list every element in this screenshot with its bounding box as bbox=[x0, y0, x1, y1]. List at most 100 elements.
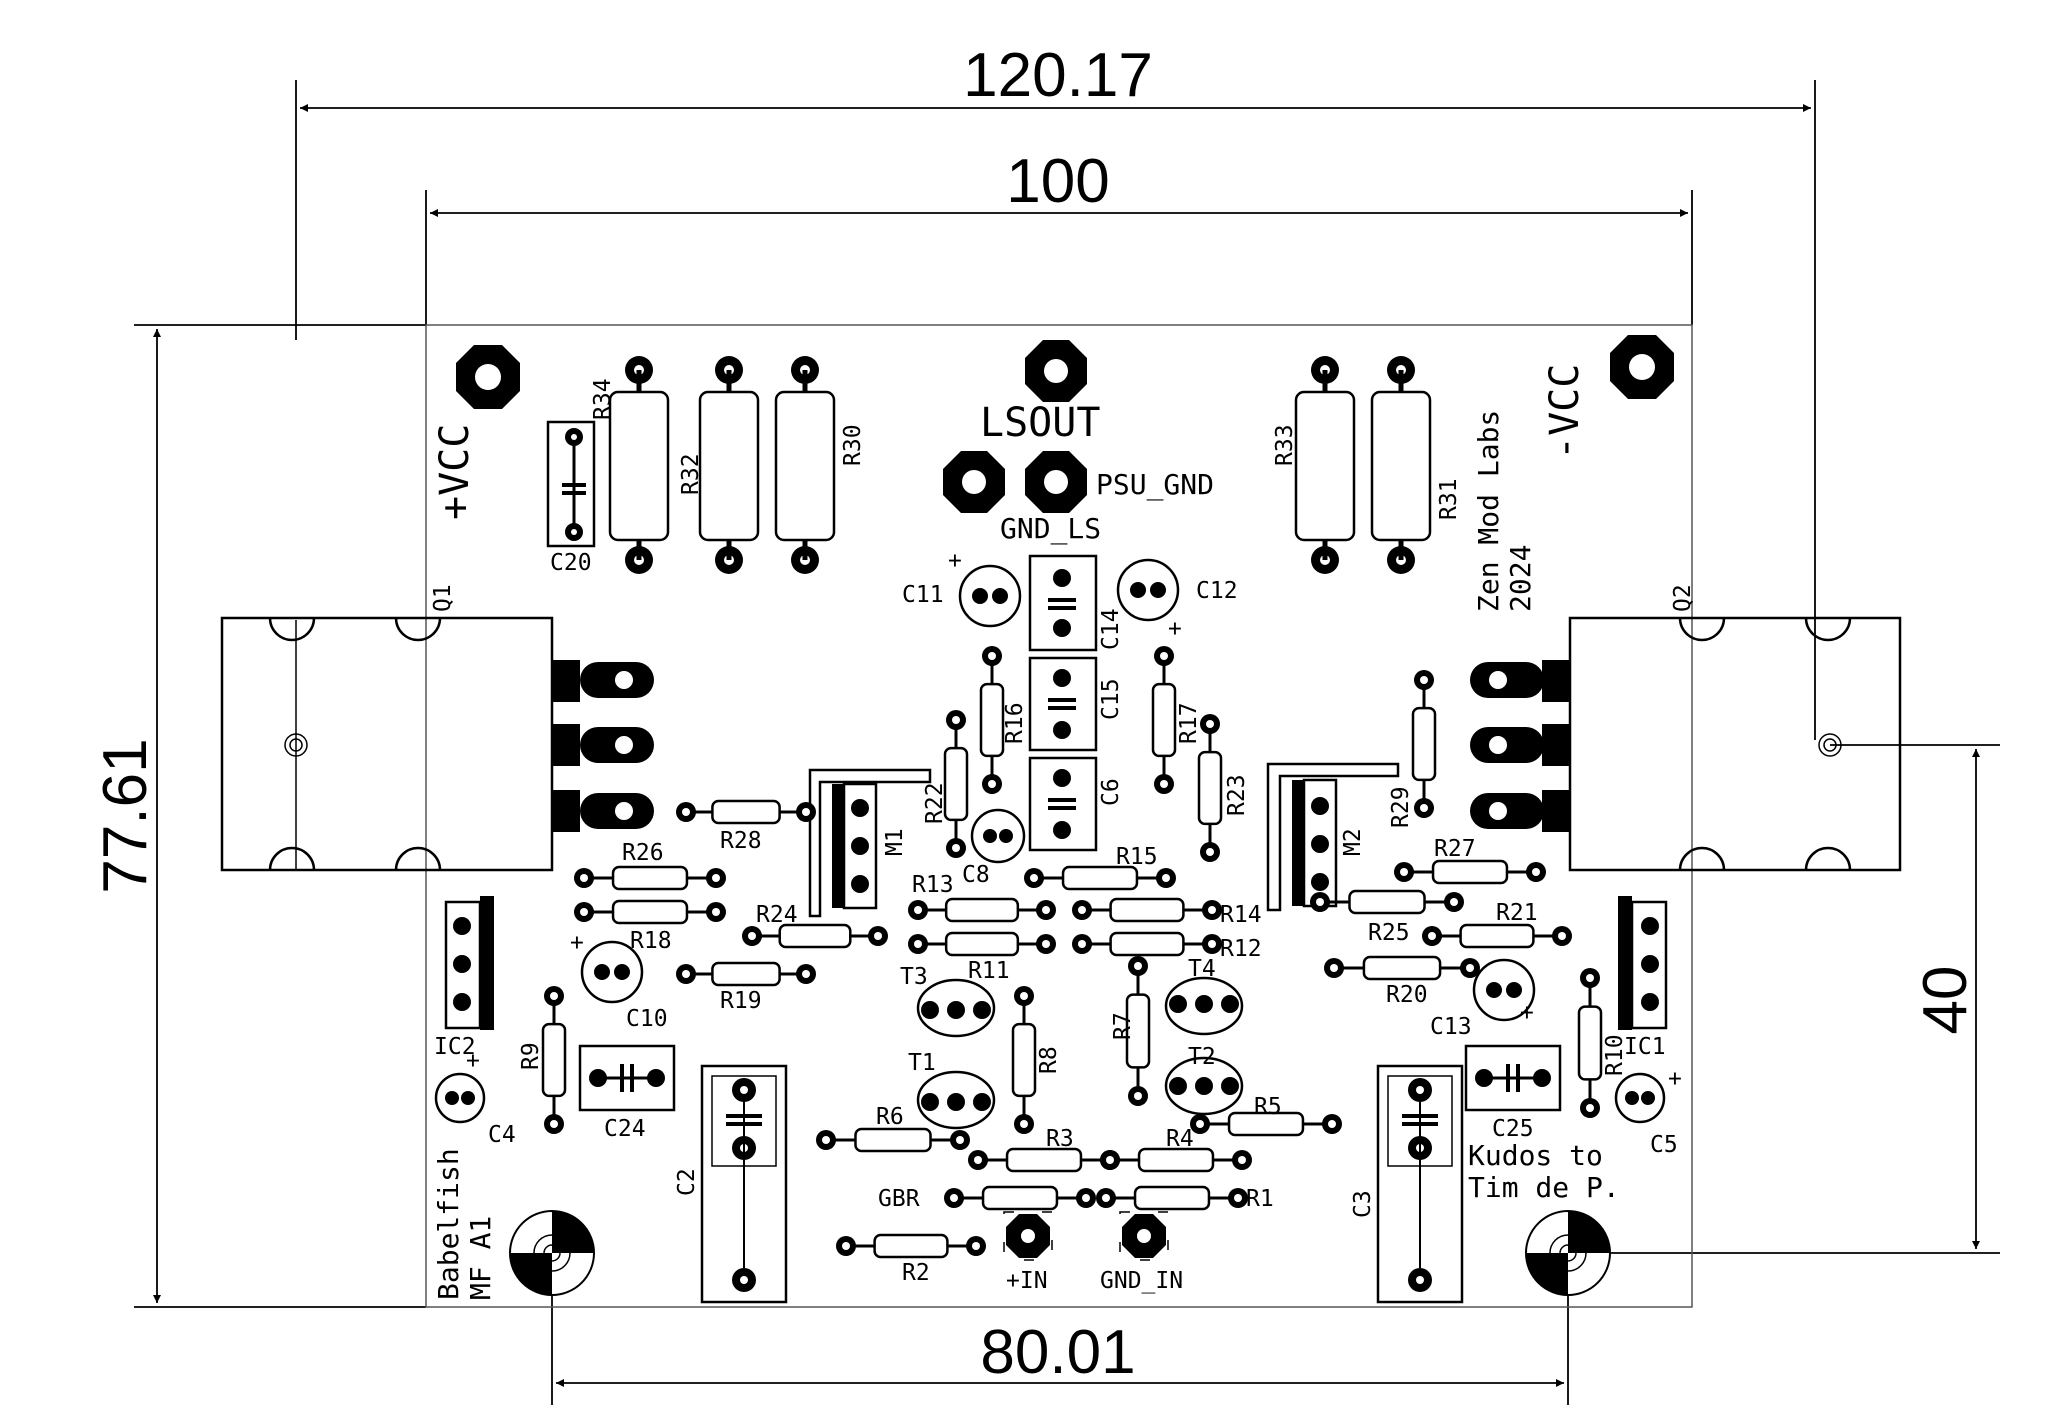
r17-label: R17 bbox=[1176, 702, 1202, 744]
r26-label: R26 bbox=[622, 840, 664, 866]
lsout-label: LSOUT bbox=[980, 400, 1100, 446]
mount-spacing-bottom-label: 80.01 bbox=[980, 1318, 1135, 1387]
r11-resistor: R11 bbox=[908, 931, 1056, 984]
r16-label: R16 bbox=[1002, 702, 1028, 744]
r8-label: R8 bbox=[1036, 1046, 1062, 1074]
year-label: 2024 bbox=[1504, 545, 1537, 612]
m1-mosfet: M1 bbox=[808, 768, 932, 918]
mount-pad-top-left bbox=[456, 345, 520, 409]
r6-label: R6 bbox=[876, 1104, 904, 1130]
c11-label: C11 bbox=[902, 582, 944, 608]
q1-transistor-body: Q1 bbox=[220, 584, 654, 872]
r10-label: R10 bbox=[1602, 1034, 1628, 1076]
m2-label: M2 bbox=[1340, 828, 1366, 856]
gnd-in-label: GND_IN bbox=[1100, 1268, 1183, 1294]
ic1-label: IC1 bbox=[1624, 1034, 1666, 1060]
r18-resistor: R18 bbox=[574, 899, 726, 954]
ic2-label: IC2 bbox=[434, 1034, 476, 1060]
c14-capacitor: C14 bbox=[1028, 554, 1124, 652]
c13-label: C13 bbox=[1430, 1014, 1472, 1040]
board-name-label: Babelfish bbox=[432, 1148, 465, 1300]
r28-label: R28 bbox=[720, 828, 762, 854]
r13-resistor: R13 bbox=[908, 872, 1056, 923]
c10-electrolytic-cap: + C10 bbox=[570, 930, 668, 1032]
r29-resistor: R29 bbox=[1388, 670, 1437, 828]
mount-hole-bottom-left bbox=[509, 1210, 595, 1296]
r1-resistor: R1 bbox=[1096, 1185, 1274, 1212]
dimension-board-width: 100 bbox=[425, 147, 1693, 325]
psu-gnd-terminal bbox=[1025, 451, 1087, 513]
board-outline bbox=[425, 324, 1693, 1308]
maker-label: Zen Mod Labs bbox=[1472, 410, 1505, 612]
c6-capacitor: C6 bbox=[1028, 756, 1124, 852]
plus-in-label: +IN bbox=[1006, 1268, 1048, 1294]
r28-resistor: R28 bbox=[676, 799, 816, 854]
c3-label: C3 bbox=[1350, 1190, 1376, 1218]
c3-capacitor: C3 bbox=[1350, 1064, 1464, 1304]
r12-resistor: R12 bbox=[1072, 931, 1262, 962]
r27-resistor: R27 bbox=[1394, 836, 1546, 885]
t3-transistor: T3 bbox=[900, 964, 996, 1038]
r15-label: R15 bbox=[1116, 844, 1158, 870]
board-rev-label: MF A1 bbox=[464, 1216, 497, 1300]
r9-resistor: R9 bbox=[518, 986, 567, 1134]
c11-electrolytic-cap: + C11 bbox=[902, 548, 1022, 628]
c6-label: C6 bbox=[1098, 778, 1124, 806]
r25-label: R25 bbox=[1368, 920, 1410, 946]
c2-capacitor: C2 bbox=[674, 1064, 788, 1304]
plus-in-terminal: +IN bbox=[1003, 1211, 1053, 1294]
q2-transistor-body: Q2 bbox=[1470, 584, 1902, 872]
r34-power-resistor: R34 bbox=[590, 356, 670, 574]
plus-vcc-label: +VCC bbox=[432, 424, 478, 520]
c12-label: C12 bbox=[1196, 578, 1238, 604]
r33-power-resistor: R33 bbox=[1272, 356, 1356, 574]
svg-text:+: + bbox=[570, 930, 584, 956]
c15-label: C15 bbox=[1098, 678, 1124, 720]
r20-resistor: R20 bbox=[1324, 955, 1480, 1008]
c2-label: C2 bbox=[674, 1168, 700, 1196]
r15-resistor: R15 bbox=[1024, 844, 1176, 891]
q2-label: Q2 bbox=[1670, 584, 1696, 612]
gbr-label: GBR bbox=[878, 1186, 920, 1212]
gbr-resistor: GBR bbox=[878, 1185, 1096, 1212]
r33-label: R33 bbox=[1272, 424, 1298, 466]
c14-label: C14 bbox=[1098, 608, 1124, 650]
svg-text:+: + bbox=[466, 1048, 480, 1074]
r29-label: R29 bbox=[1388, 786, 1414, 828]
r32-power-resistor: R32 bbox=[678, 356, 760, 574]
r5-label: R5 bbox=[1254, 1094, 1282, 1120]
r2-resistor: R2 bbox=[836, 1233, 986, 1286]
r11-label: R11 bbox=[968, 958, 1010, 984]
r5-resistor: R5 bbox=[1190, 1094, 1342, 1137]
r21-resistor: R21 bbox=[1422, 900, 1572, 949]
c20-capacitor: C20 bbox=[546, 420, 596, 576]
c12-electrolytic-cap: + C12 bbox=[1116, 558, 1238, 642]
r20-label: R20 bbox=[1386, 982, 1428, 1008]
c20-label: C20 bbox=[550, 550, 592, 576]
r10-resistor: R10 bbox=[1577, 968, 1628, 1118]
r27-label: R27 bbox=[1434, 836, 1476, 862]
r3-resistor: R3 bbox=[968, 1126, 1120, 1173]
psu-gnd-label: PSU_GND bbox=[1096, 468, 1214, 502]
r23-label: R23 bbox=[1224, 774, 1250, 816]
t2-transistor: T2 bbox=[1164, 1044, 1244, 1116]
dimension-mount-spacing-side: 40 bbox=[1580, 744, 2000, 1254]
ic2-regulator: IC2 bbox=[434, 896, 494, 1060]
c5-label: C5 bbox=[1650, 1132, 1678, 1158]
c25-capacitor: C25 bbox=[1464, 1044, 1562, 1142]
r32-label: R32 bbox=[678, 453, 704, 495]
c4-electrolytic-cap: + C4 bbox=[434, 1048, 516, 1148]
c10-label: C10 bbox=[626, 1006, 668, 1032]
gnd-ls-label: GND_LS bbox=[1000, 512, 1101, 546]
t4-transistor: T4 bbox=[1164, 956, 1244, 1036]
r7-label: R7 bbox=[1110, 1012, 1136, 1040]
mount-hole-bottom-right bbox=[1525, 1210, 1611, 1296]
r17-resistor: R17 bbox=[1151, 646, 1202, 794]
r19-resistor: R19 bbox=[676, 961, 816, 1014]
r14-resistor: R14 bbox=[1072, 897, 1262, 928]
c15-capacitor: C15 bbox=[1028, 656, 1124, 752]
r6-resistor: R6 bbox=[816, 1104, 970, 1153]
dimension-board-height: 77.61 bbox=[91, 324, 426, 1308]
r13-label: R13 bbox=[912, 872, 954, 898]
